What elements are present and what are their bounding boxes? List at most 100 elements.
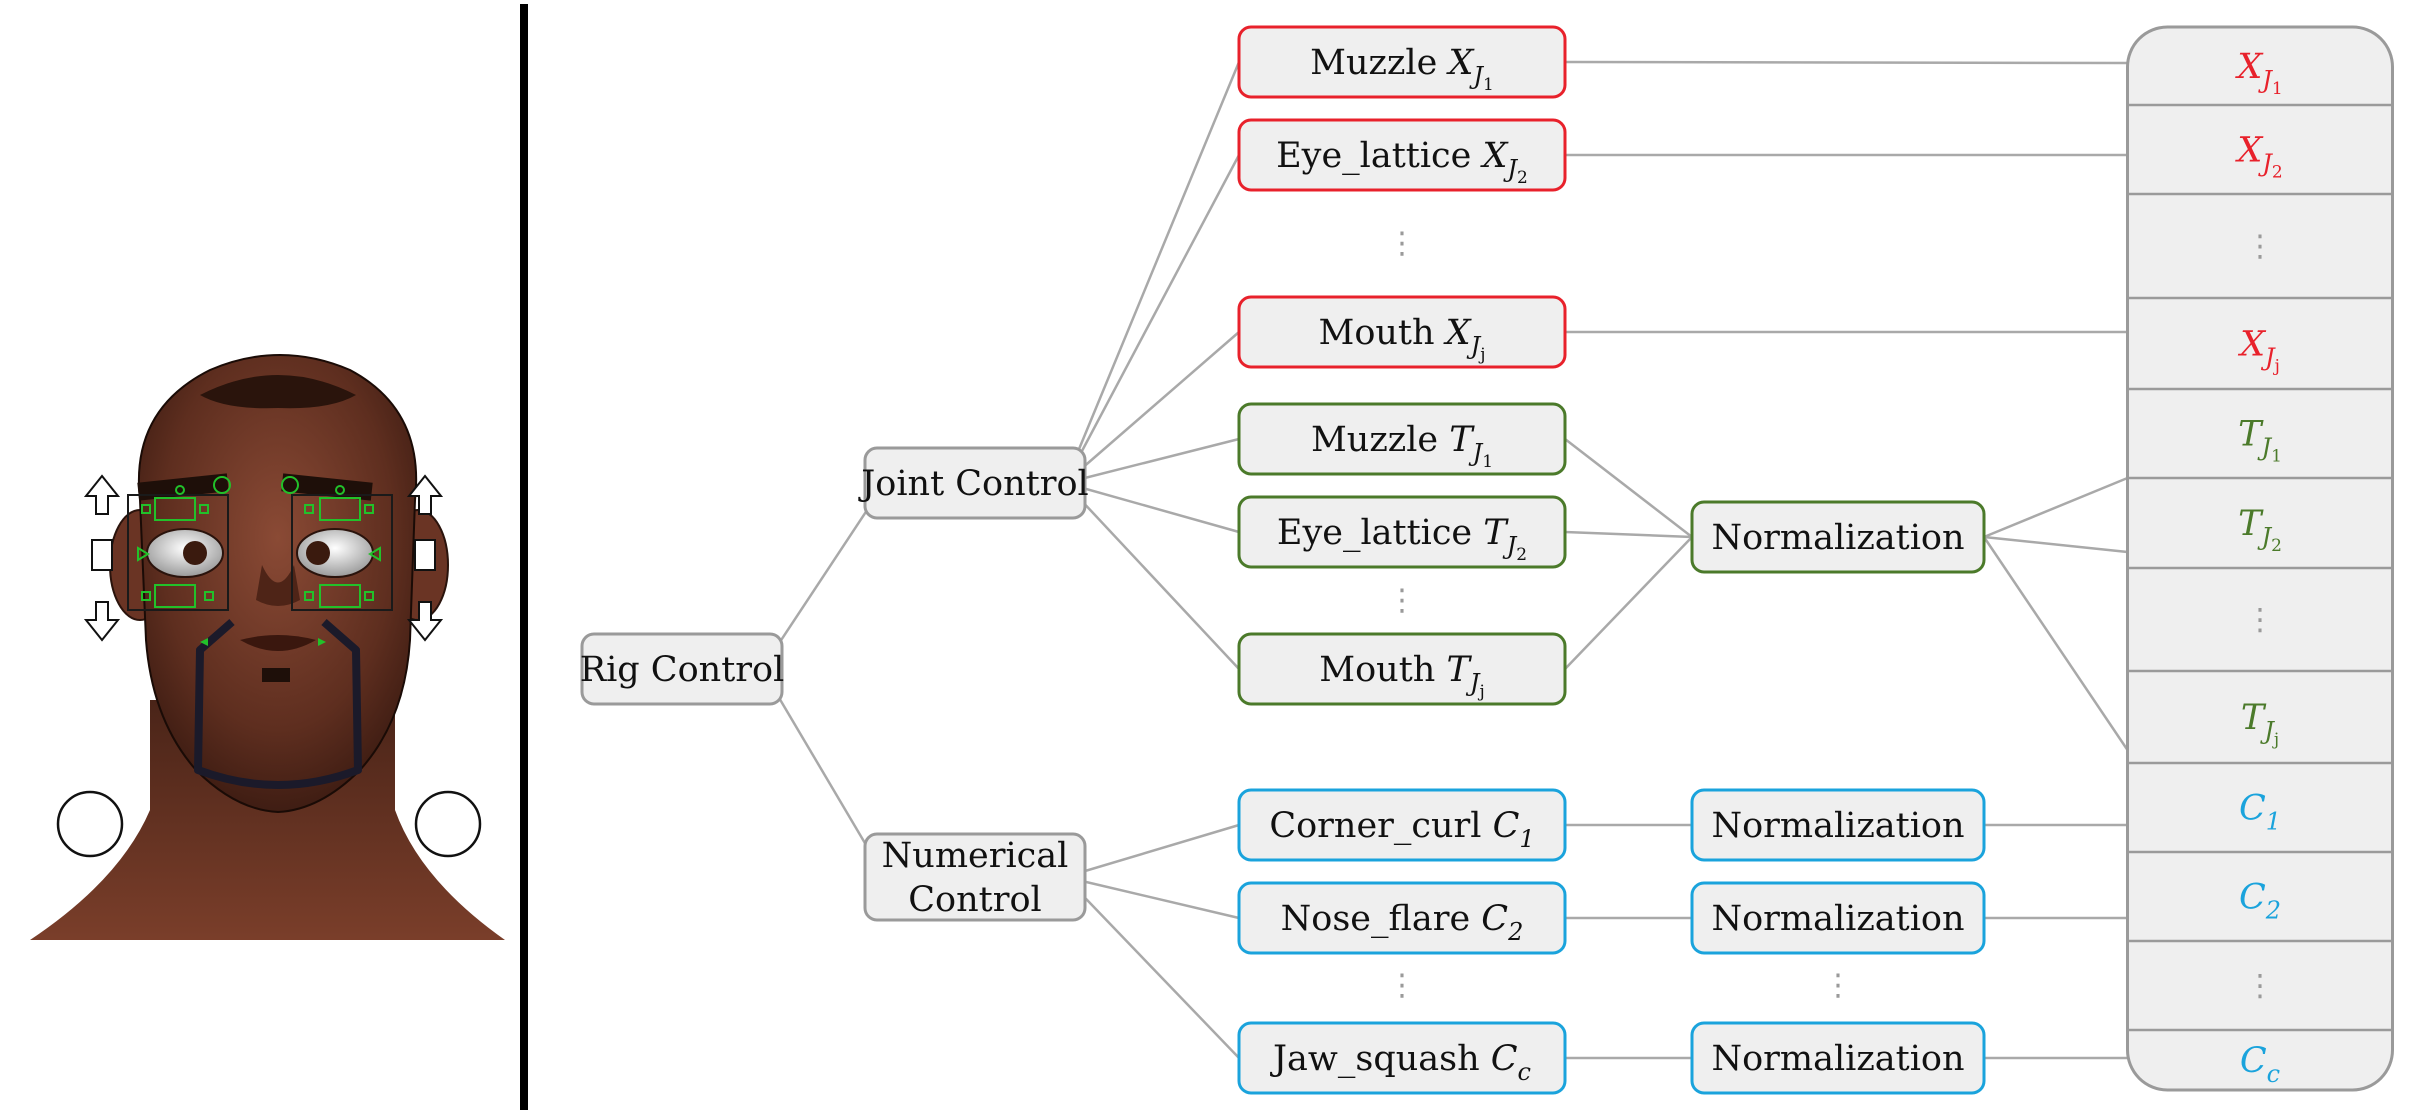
joint-x-node-1-sub-subscript: 1 [1483,75,1494,95]
joint-t-node-1-sub-subscript: 1 [1482,452,1493,472]
joint-t-node-1-name: Muzzle [1311,420,1449,460]
connector-t-normalization [1564,536,1693,670]
right-eyebrow [281,473,373,501]
hairline [200,375,356,409]
numeric-node-1-name: Corner_curl [1269,806,1492,846]
connector-joint-child [1064,481,1240,534]
numeric-node-1-symbol: C [1493,806,1520,846]
connector-joint-child [1063,154,1241,484]
connector-t-normalization [1564,530,1693,539]
connector-normalization-vector [1982,536,2129,751]
numeric-node-3-label: Jaw_squash Cc [1270,1039,1531,1086]
output-vector-cell-10: C2 [2239,878,2281,925]
numeric-node-3[interactable] [1237,1021,1567,1095]
joint-x-node-1[interactable] [1237,25,1567,99]
joint-x-node-3-symbol: X [1443,313,1473,353]
numeric-normalization-node-3[interactable] [1690,1021,1986,1095]
joint-t-node-3-symbol: T [1446,650,1472,690]
joint-x-node-1-symbol: X [1445,43,1475,83]
joint-x-node-2-label: Eye_lattice XJ2 [1276,136,1528,188]
arrow-controls [83,474,444,642]
joint-t-ellipsis: ⋮ [1387,583,1417,618]
numeric-node-1[interactable] [1237,788,1567,862]
numeric-node-3-subscript: c [1518,1058,1531,1086]
chin-mark [262,668,290,682]
numerical-control-label-line2: Control [908,880,1041,920]
numeric-ellipsis: ⋮ [1387,968,1417,1003]
joint-x-node-2-symbol: X [1480,136,1510,176]
joint-t-node-2-name: Eye_lattice [1277,513,1483,553]
numeric-node-1-label: Corner_curl C1 [1269,806,1534,853]
numeric-node-2-symbol: C [1481,899,1508,939]
output-vector-cell-12: Cc [2240,1041,2280,1088]
connector-rig-joint [760,482,887,670]
joint-t-node-2-label: Eye_lattice TJ2 [1277,513,1527,565]
numeric-node-2-subscript: 2 [1507,918,1523,946]
output-vector-ellipsis: ⋮ [2245,229,2275,264]
mouth [240,635,316,651]
right-circle-control [414,790,482,858]
character-face-illustration [30,354,505,940]
joint-x-node-2-sub-subscript: 2 [1517,168,1528,188]
eye-region-controls [127,476,393,611]
joint-normalization-label: Normalization [1711,518,1964,558]
joint-x-node-3-name: Mouth [1318,313,1445,353]
joint-t-node-1[interactable] [1237,402,1567,476]
connector-normalization-vector [1983,535,2128,554]
numerical-control-node[interactable] [863,832,1087,922]
numeric-node-2[interactable] [1237,881,1567,955]
joint-x-node-1-name: Muzzle [1310,43,1448,83]
numeric-normalization-node-1[interactable] [1690,788,1986,862]
numeric-node-2-name: Nose_flare [1281,899,1482,939]
joint-control-label: Joint Control [858,464,1088,504]
numeric-node-3-name: Jaw_squash [1270,1039,1491,1079]
joint-t-node-2[interactable] [1237,495,1567,569]
connector-t-normalization [1564,438,1693,538]
joint-x-node-2-name: Eye_lattice [1276,136,1482,176]
nose [256,565,300,606]
joint-x-node-1-label: Muzzle XJ1 [1310,43,1494,95]
connector-normalization-vector [1983,476,2128,539]
joint-t-node-1-symbol: T [1449,420,1475,460]
numerical-control-label-line1: Numerical [882,836,1069,876]
connector-joint-child [1064,331,1240,484]
normalization-ellipsis: ⋮ [1823,968,1853,1003]
numeric-normalization-label-1: Normalization [1711,806,1964,846]
output-vector-cell-9: C1 [2239,789,2281,836]
output-vector-frame [2126,25,2394,1092]
connector-joint-child [1064,482,1240,670]
joint-t-node-3[interactable] [1237,632,1567,706]
joint-t-node-1-label: Muzzle TJ1 [1311,420,1493,472]
joint-normalization-node[interactable] [1690,500,1986,574]
neck-shape [30,700,505,940]
joint-x-node-2[interactable] [1237,118,1567,192]
output-vector-ellipsis: ⋮ [2245,603,2275,638]
joint-t-node-2-symbol: T [1483,513,1509,553]
numeric-node-1-subscript: 1 [1519,825,1534,853]
joint-t-node-3-sub-subscript: j [1477,682,1484,702]
mouth-corner-control-right [318,638,326,646]
numeric-normalization-label-2: Normalization [1711,899,1964,939]
mouth-corner-control-left [200,638,208,646]
connector-numerical-child [1064,823,1240,879]
output-vector-ellipsis: ⋮ [2245,969,2275,1004]
joint-x-ellipsis: ⋮ [1387,226,1417,261]
numeric-normalization-node-2[interactable] [1690,881,1986,955]
left-circle-control [56,790,124,858]
connector-x-vector [1564,60,2128,65]
numeric-normalization-label-3: Normalization [1711,1039,1964,1079]
joint-x-node-3-sub-subscript: j [1478,345,1485,365]
connector-numerical-child [1064,875,1240,920]
joint-control-node[interactable] [863,446,1087,520]
rig-control-node[interactable] [580,632,784,706]
connector-lines [760,60,2129,1060]
joint-x-node-3[interactable] [1237,295,1567,369]
connector-joint-child [1063,61,1241,484]
numeric-node-3-symbol: C [1491,1039,1518,1079]
beard-line [194,618,362,789]
rig-control-label: Rig Control [580,650,785,690]
numeric-node-2-label: Nose_flare C2 [1281,899,1524,946]
connector-numerical-child [1064,876,1240,1059]
